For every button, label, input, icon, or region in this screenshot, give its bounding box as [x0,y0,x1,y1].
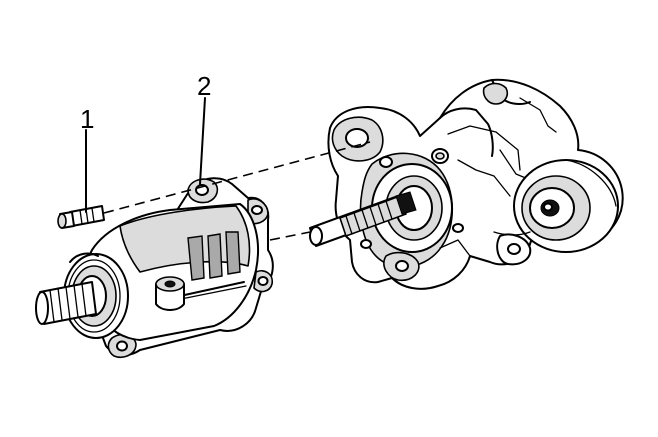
callout-1-label: 1 [80,104,94,134]
alignment-lines [103,141,371,241]
transfer-case-housing [327,78,624,290]
extension-housing [63,177,274,359]
callout-2-label: 2 [197,71,211,101]
input-shaft [309,191,417,247]
output-shaft [35,281,97,325]
mounting-bolt [57,205,105,229]
callout-2-leader [199,97,206,185]
output-flange [513,159,619,253]
